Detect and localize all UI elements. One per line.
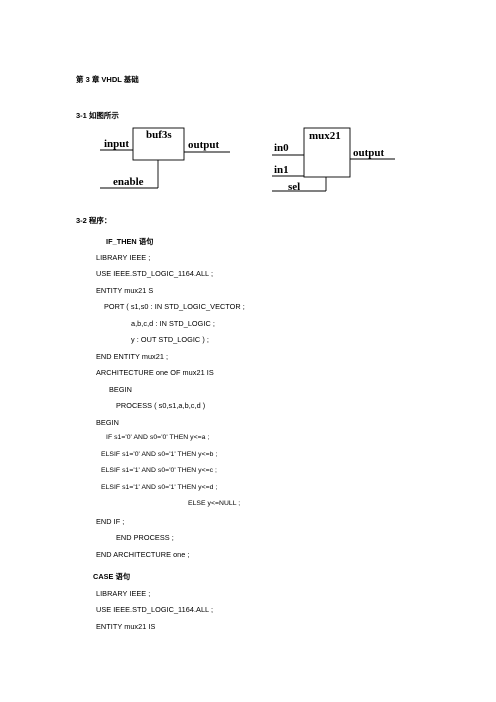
buf3s-title: buf3s [146,129,172,141]
section-3-1-label: 3-1 如图所示 [76,111,119,120]
code-line: LIBRARY IEEE ; [96,589,151,598]
code-line: ARCHITECTURE one OF mux21 IS [96,368,214,377]
code-line: BEGIN [96,418,119,427]
section-3-2-label: 3-2 程序： [76,216,112,225]
buf3s-output-label: output [188,139,220,151]
code-line: LIBRARY IEEE ; [96,253,151,262]
code-line: ELSE y<=NULL ; [188,500,241,507]
code-line: USE IEEE.STD_LOGIC_1164.ALL ; [96,605,214,614]
mux21-diagram: mux21 in0 in1 output sel [272,127,395,193]
code-line: ENTITY mux21 S [96,286,154,295]
code-line: ELSIF s1='1' AND s0='0' THEN y<=c ; [101,467,217,474]
mux21-output-label: output [353,147,385,159]
code-line: ELSIF s1='0' AND s0='1' THEN y<=b ; [101,451,218,458]
chapter-title: 第 3 章 VHDL 基础 [76,75,139,84]
case-heading: CASE 语句 [93,572,131,581]
code-line: USE IEEE.STD_LOGIC_1164.ALL ; [96,269,214,278]
mux21-box [303,127,351,178]
code-line: END IF ; [96,517,125,526]
code-line: END ENTITY mux21 ; [96,352,169,361]
code-line: y : OUT STD_LOGIC ) ; [131,335,209,344]
buf3s-diagram: buf3s input output enable [100,127,230,189]
mux21-in0-label: in0 [274,142,289,154]
mux21-sel-label: sel [288,181,300,193]
mux21-in1-label: in1 [274,164,289,176]
code-line: PROCESS ( s0,s1,a,b,c,d ) [116,401,206,410]
code-line: a,b,c,d : IN STD_LOGIC ; [131,319,215,328]
buf3s-enable-label: enable [113,176,144,188]
buf3s-box [132,127,185,161]
if-then-heading: IF_THEN 语句 [106,237,154,246]
code-line: ELSIF s1='1' AND s0='1' THEN y<=d ; [101,484,218,491]
code-line: END ARCHITECTURE one ; [96,550,190,559]
buf3s-input-label: input [104,138,129,150]
code-line: END PROCESS ; [116,533,174,542]
code-line: ENTITY mux21 IS [96,622,156,631]
code-line: BEGIN [109,385,132,394]
mux21-title: mux21 [309,130,341,142]
code-line: PORT ( s1,s0 : IN STD_LOGIC_VECTOR ; [104,302,245,311]
code-line: IF s1='0' AND s0='0' THEN y<=a ; [106,434,210,441]
